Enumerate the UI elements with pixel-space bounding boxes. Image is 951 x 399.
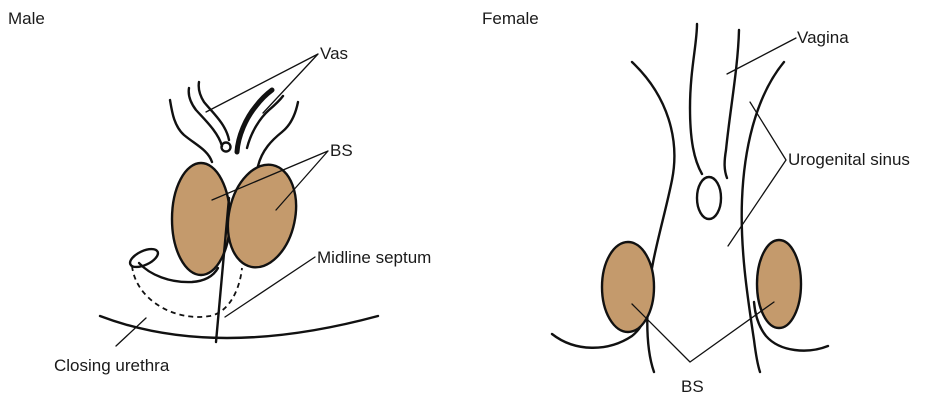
male-base-curve <box>100 316 378 338</box>
male-bs-left <box>172 163 230 275</box>
vas-leader <box>206 54 318 113</box>
vagina-label: Vagina <box>797 28 849 47</box>
vas-label: Vas <box>320 44 348 63</box>
male-bs-right <box>219 158 305 273</box>
right-vas <box>237 90 272 152</box>
midline-septum-label: Midline septum <box>317 248 431 267</box>
vagina-right-wall <box>725 30 739 178</box>
male-title: Male <box>8 9 45 28</box>
closing-urethra-label: Closing urethra <box>54 356 170 375</box>
sinus-leader <box>728 102 786 246</box>
male-panel: Male Vas BS Midline septum Closing ureth… <box>8 9 431 375</box>
vagina-left-wall <box>690 24 702 174</box>
vaginal-opening <box>697 177 721 219</box>
male-bs-label: BS <box>330 141 353 160</box>
right-vas-inner <box>247 96 283 148</box>
central-duct-opening <box>222 143 231 152</box>
closing-urethra-dashed <box>132 266 242 317</box>
female-title: Female <box>482 9 539 28</box>
female-bs-label: BS <box>681 377 704 396</box>
female-bs-right <box>757 240 801 328</box>
female-panel: Female Vagina Urogenital sinus BS <box>482 9 910 396</box>
left-outer-duct <box>170 100 212 162</box>
urogenital-sinus-label: Urogenital sinus <box>788 150 910 169</box>
